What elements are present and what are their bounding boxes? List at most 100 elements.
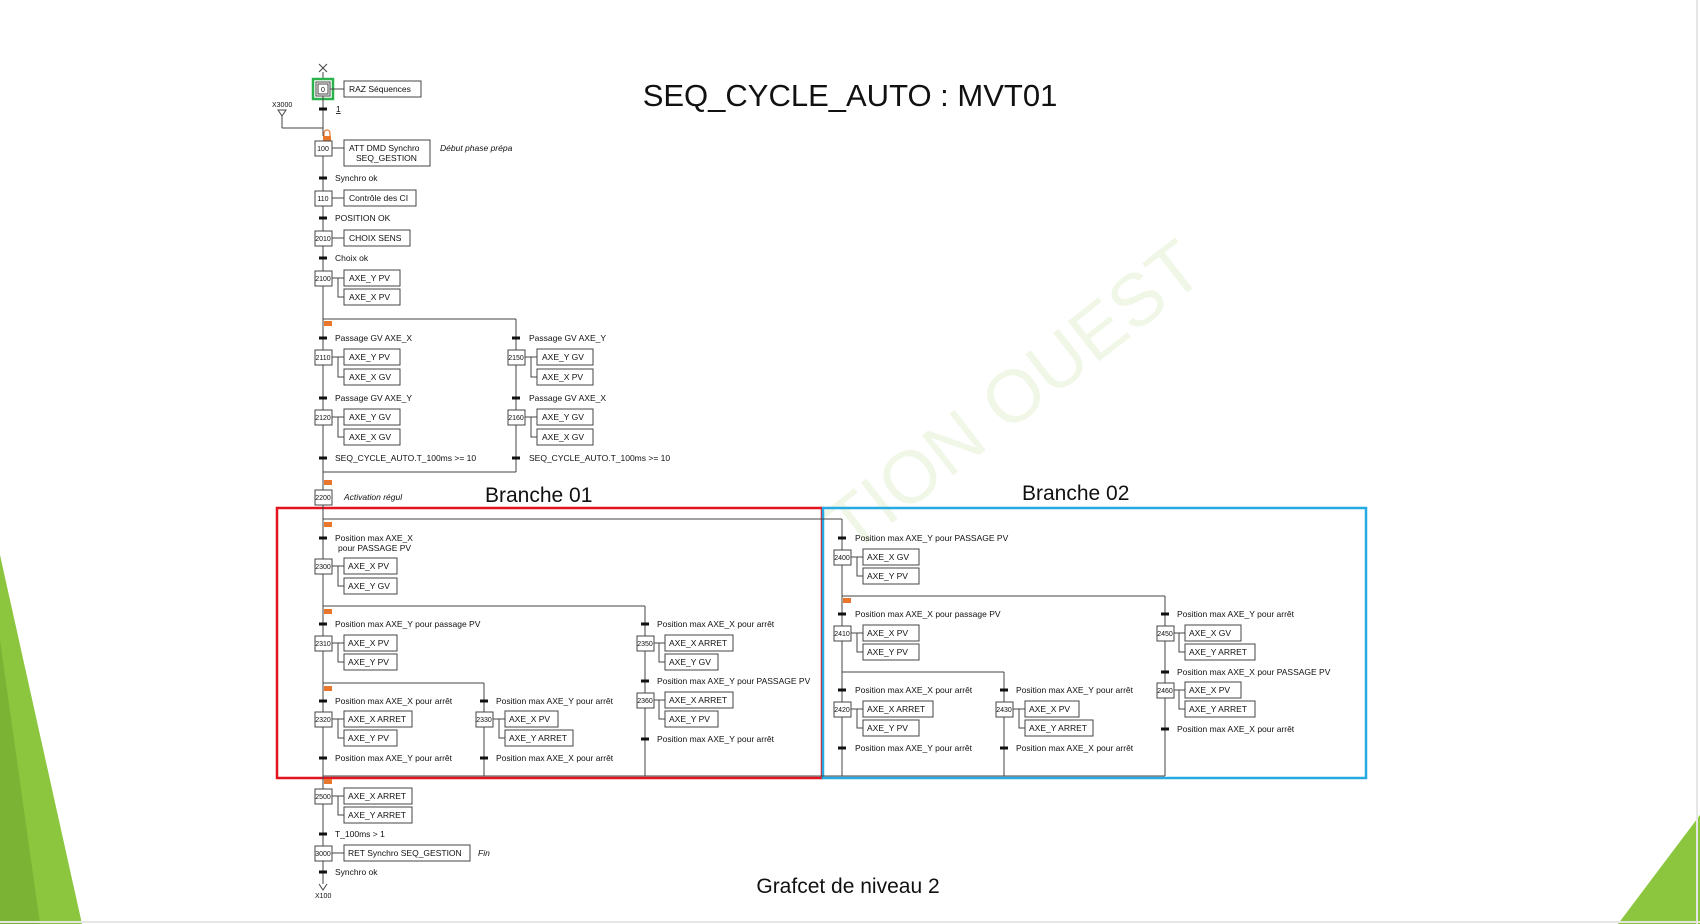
step-number: 2420	[834, 707, 850, 714]
transition-label: Position max AXE_X pour arrêt	[1177, 724, 1295, 734]
action-box[interactable]	[343, 80, 422, 98]
action-label: AXE_Y GV	[669, 657, 711, 667]
action-box[interactable]	[862, 624, 920, 642]
action-box[interactable]	[664, 710, 719, 728]
action-box[interactable]	[343, 557, 398, 575]
action-box[interactable]	[504, 729, 574, 747]
action-label: AXE_Y PV	[349, 273, 390, 283]
action-box[interactable]	[343, 634, 398, 652]
action-box[interactable]	[1184, 681, 1242, 699]
action-label: AXE_X PV	[1029, 704, 1070, 714]
action-box[interactable]	[536, 368, 594, 386]
action-box[interactable]	[536, 428, 594, 446]
step-number: 110	[317, 196, 328, 203]
action-box[interactable]	[1024, 719, 1094, 737]
jump-target-label: X100	[315, 893, 331, 900]
action-box[interactable]	[343, 577, 398, 595]
action-box[interactable]	[1184, 700, 1256, 718]
action-box[interactable]	[343, 269, 401, 287]
action-box[interactable]	[1184, 624, 1242, 642]
action-box[interactable]	[343, 408, 401, 426]
action-label: AXE_X PV	[542, 372, 583, 382]
action-box[interactable]	[862, 719, 920, 737]
action-box[interactable]	[343, 368, 401, 386]
source-cross-icon	[318, 63, 328, 73]
step-number: 0	[321, 87, 325, 94]
action-box[interactable]	[343, 787, 413, 805]
step-number: 2400	[834, 555, 850, 562]
action-box[interactable]	[343, 653, 398, 671]
step-number: 2460	[1157, 688, 1173, 695]
step-number: 2100	[315, 276, 331, 283]
action-label: AXE_X GV	[867, 552, 909, 562]
jump-arrow-icon	[318, 883, 328, 891]
step-number: 100	[317, 146, 329, 153]
action-box[interactable]	[536, 348, 594, 366]
transition-label: Position max AXE_X pour arrêt	[657, 619, 775, 629]
lock-body	[324, 609, 332, 614]
step-number: 2120	[315, 415, 331, 422]
action-label: AXE_Y PV	[867, 647, 908, 657]
action-label: AXE_Y GV	[542, 412, 584, 422]
action-box[interactable]	[343, 710, 413, 728]
action-label: AXE_X GV	[349, 432, 391, 442]
action-label: AXE_X GV	[349, 372, 391, 382]
transition-label: Position max AXE_Y pour PASSAGE PV	[657, 676, 811, 686]
transition-label: POSITION OK	[335, 213, 391, 223]
action-box[interactable]	[862, 548, 920, 566]
action-box[interactable]	[343, 729, 398, 747]
transition-label: Position max AXE_Y pour arrêt	[855, 743, 973, 753]
step-number: 2150	[508, 355, 524, 362]
action-label: AXE_Y PV	[348, 733, 389, 743]
x3000-label: X3000	[272, 102, 292, 109]
action-box[interactable]	[343, 348, 401, 366]
step-number: 2300	[315, 564, 331, 571]
lock-body	[324, 480, 332, 485]
transition-label: Position max AXE_X pour arrêt	[496, 753, 614, 763]
lock-body	[324, 779, 332, 784]
transition-label: Position max AXE_X pour arrêt	[855, 685, 973, 695]
lock-body	[324, 522, 332, 527]
action-box[interactable]	[1184, 643, 1256, 661]
action-label: AXE_Y ARRET	[1189, 704, 1247, 714]
action-box[interactable]	[664, 634, 734, 652]
action-box[interactable]	[343, 844, 471, 862]
action-box[interactable]	[343, 428, 401, 446]
action-box[interactable]	[343, 189, 417, 207]
transition-label: Position max AXE_X pour passage PV	[855, 609, 1001, 619]
action-box[interactable]	[1024, 700, 1080, 718]
transition-label: Passage GV AXE_Y	[529, 333, 606, 343]
step-number: 2360	[637, 698, 653, 705]
action-box[interactable]	[862, 567, 920, 585]
action-label: AXE_Y ARRET	[1029, 723, 1087, 733]
action-box[interactable]	[862, 700, 934, 718]
action-label: AXE_X ARRET	[348, 791, 406, 801]
lock-body	[323, 136, 331, 141]
action-label: AXE_Y GV	[348, 581, 390, 591]
action-box[interactable]	[343, 288, 401, 306]
step-number: 2200	[315, 495, 331, 502]
transition-label: Passage GV AXE_X	[529, 393, 606, 403]
action-box[interactable]	[536, 408, 594, 426]
transition-label: 1	[336, 104, 341, 114]
action-box[interactable]	[343, 806, 413, 824]
action-label: ATT DMD Synchro	[349, 143, 420, 153]
transition-label: Position max AXE_X pour arrêt	[335, 696, 453, 706]
step-number: 2320	[315, 717, 331, 724]
action-box[interactable]	[504, 710, 559, 728]
action-box[interactable]	[664, 691, 734, 709]
transition-label: SEQ_CYCLE_AUTO.T_100ms >= 10	[529, 453, 670, 463]
transition-label: Synchro ok	[335, 867, 378, 877]
action-box[interactable]	[343, 229, 411, 247]
action-box[interactable]	[343, 139, 431, 167]
lock-icon	[323, 129, 331, 136]
step-comment: Activation régul	[343, 492, 403, 502]
action-label: AXE_Y ARRET	[509, 733, 567, 743]
action-box[interactable]	[862, 643, 920, 661]
step-number: 2350	[637, 641, 653, 648]
action-label: AXE_X ARRET	[348, 714, 406, 724]
step-number: 3000	[315, 851, 331, 858]
action-box[interactable]	[664, 653, 719, 671]
action-label: CHOIX SENS	[349, 233, 402, 243]
